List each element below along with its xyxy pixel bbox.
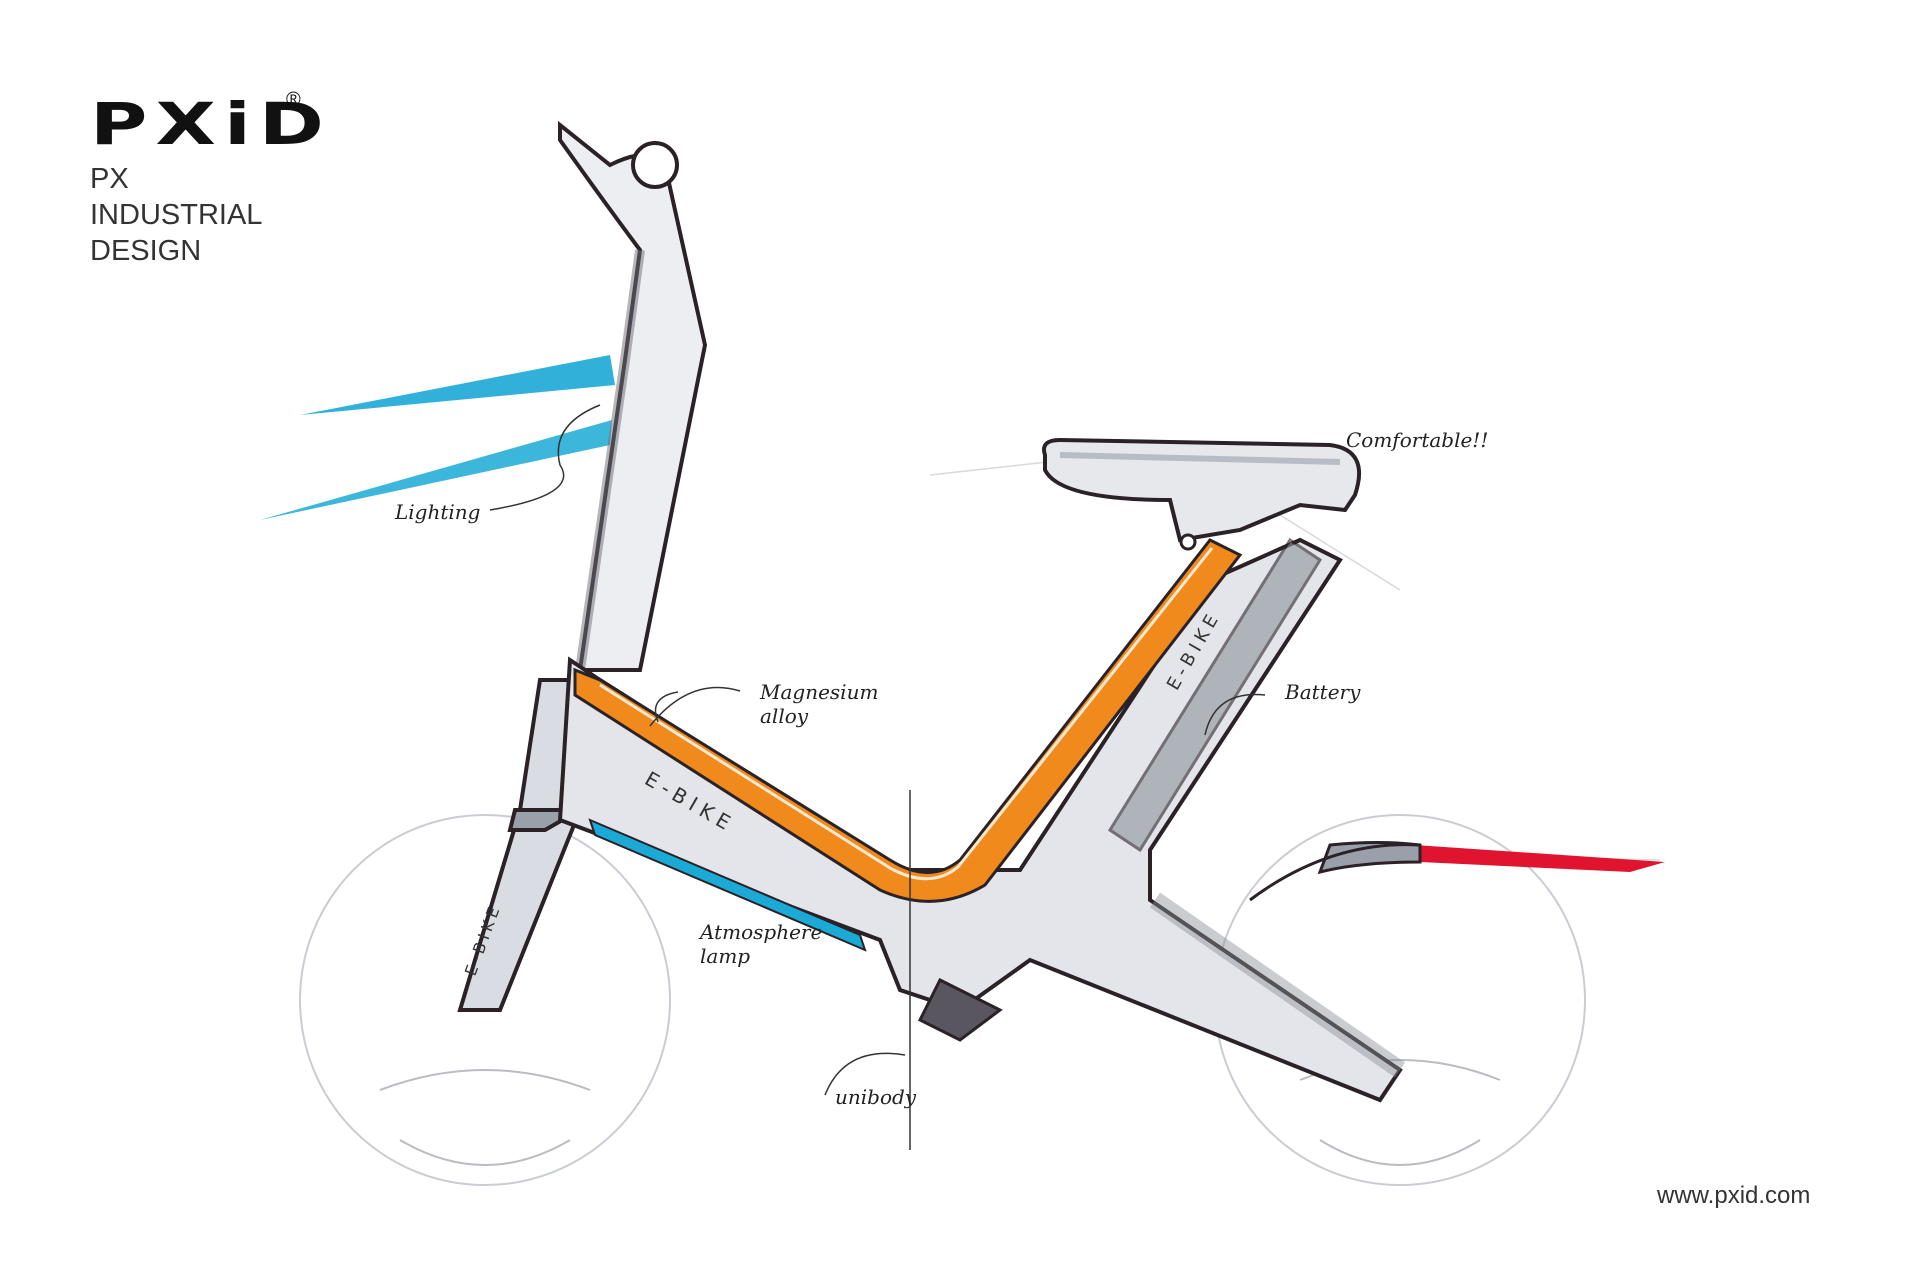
atmosphere-lamp-strip bbox=[588, 818, 867, 952]
annotation-comfortable: Comfortable!! bbox=[1346, 428, 1489, 452]
magnesium-alloy-frame-tube bbox=[573, 538, 1243, 903]
annotation-battery: Battery bbox=[1285, 680, 1361, 704]
tagline-line-2: INDUSTRIAL bbox=[90, 199, 263, 231]
pxid-logo: PXiD bbox=[90, 90, 333, 158]
taillight-streak bbox=[1415, 845, 1665, 872]
registered-mark: ® bbox=[286, 89, 301, 111]
website-url: www.pxid.com bbox=[1657, 1182, 1811, 1209]
tagline-line-3: DESIGN bbox=[90, 235, 202, 267]
seat bbox=[1042, 437, 1361, 543]
brand-logo-block: PXiD ® PX INDUSTRIAL DESIGN bbox=[90, 89, 324, 269]
front-wheel bbox=[299, 814, 671, 1186]
headlight-streaks bbox=[260, 355, 615, 520]
annotation-magnesium-alloy: Magnesium alloy bbox=[760, 680, 879, 728]
annotation-unibody: unibody bbox=[835, 1085, 917, 1109]
tagline-line-1: PX bbox=[90, 163, 129, 195]
annotation-lighting: Lighting bbox=[395, 500, 481, 524]
annotation-atmosphere-lamp: Atmosphere lamp bbox=[700, 920, 823, 968]
brand-tagline: PX INDUSTRIAL DESIGN bbox=[90, 161, 320, 269]
